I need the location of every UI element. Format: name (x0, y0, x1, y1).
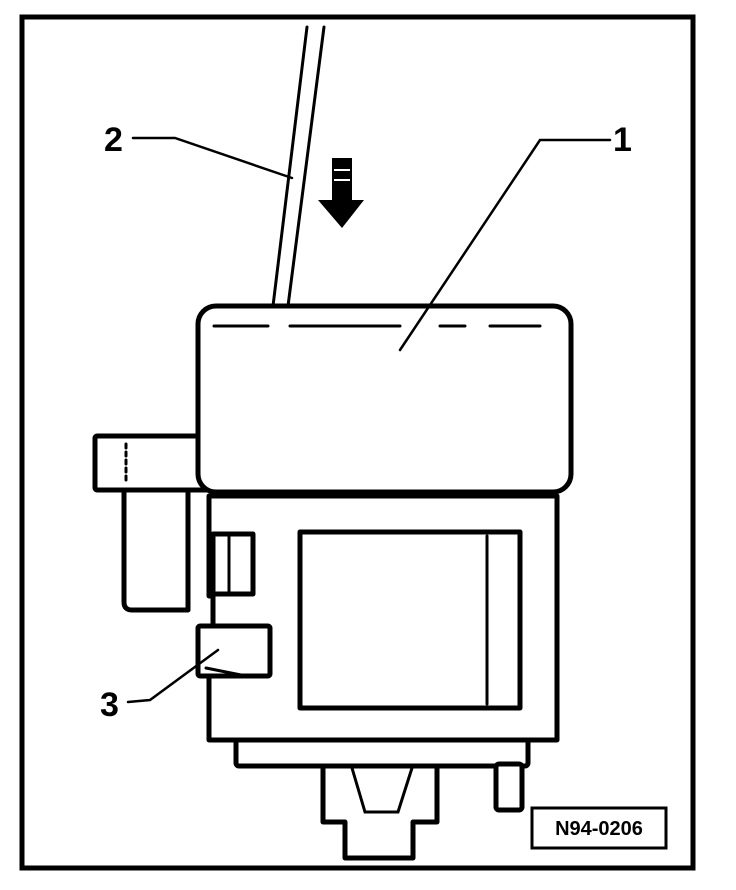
leader-line-3 (126, 648, 220, 704)
removal-tool (271, 25, 326, 308)
callout-2: 2 (104, 121, 123, 159)
reference-code-box: N94-0206 (530, 806, 668, 850)
callout-3: 3 (100, 686, 119, 724)
relay-cap (195, 303, 574, 495)
arrow-down-icon (318, 158, 364, 228)
leader-line-2 (131, 136, 294, 180)
relay-pins (233, 735, 531, 861)
reference-code: N94-0206 (555, 818, 643, 840)
callout-1: 1 (613, 121, 632, 159)
leader-line-1 (398, 138, 612, 352)
relay-lower-housing (206, 493, 560, 743)
retaining-tab (195, 623, 273, 679)
